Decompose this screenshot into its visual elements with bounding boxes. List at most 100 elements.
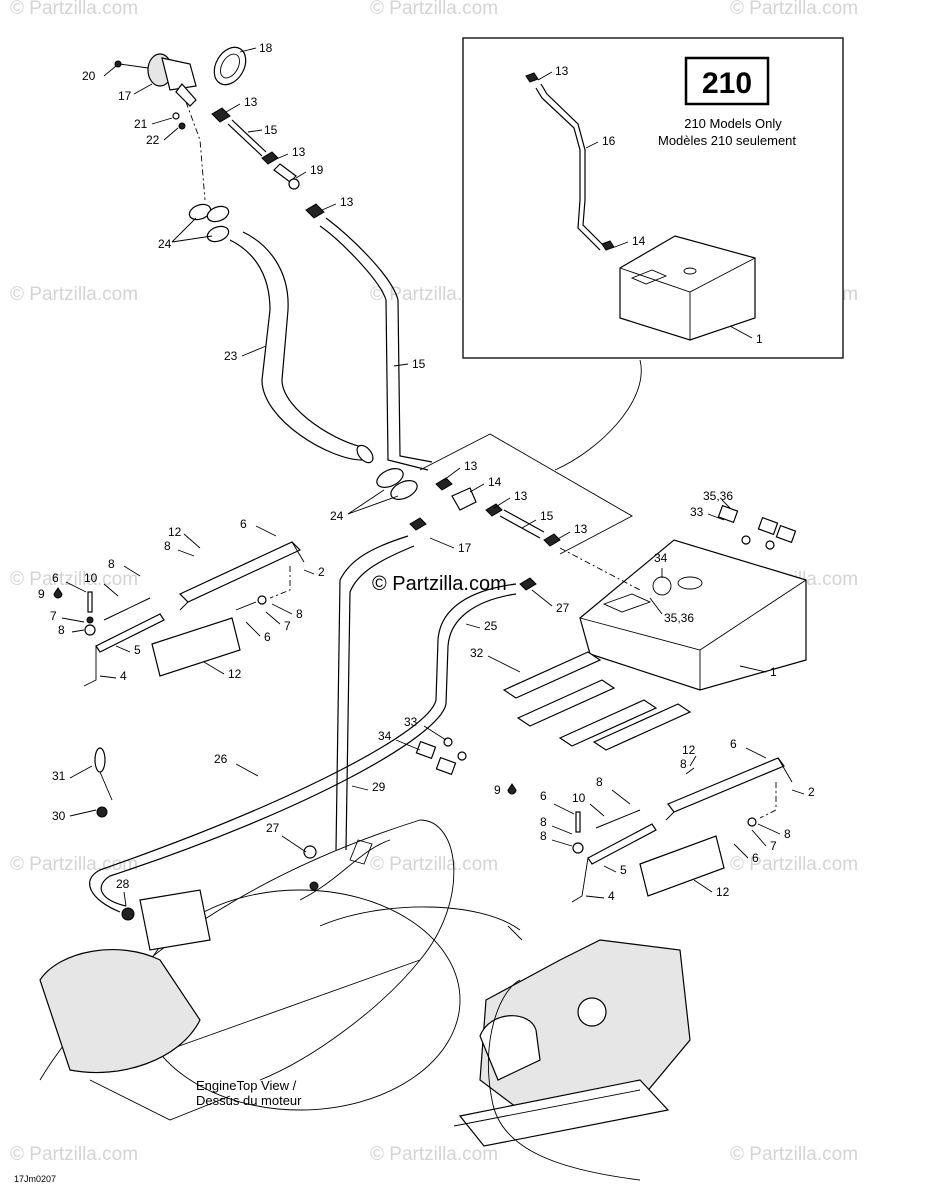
engine-view-caption-line2: Dessus du moteur — [196, 1093, 302, 1108]
check-valve — [273, 163, 297, 183]
hose-25 — [89, 583, 517, 913]
callout: 8 — [296, 607, 303, 621]
callout: 5 — [620, 863, 627, 877]
filler-hose-23 — [229, 239, 363, 461]
right-bracket-assembly — [507, 757, 793, 903]
callout: 29 — [372, 780, 386, 794]
callout: 8 — [596, 775, 603, 789]
vent-hose-upper — [211, 107, 325, 219]
callout: 13 — [574, 522, 588, 536]
tank-pads-31 — [502, 651, 692, 751]
screw-icon — [114, 60, 122, 68]
callout: 6 — [730, 737, 737, 751]
inset-panel: 210 210 Models Only Modèles 210 seulemen… — [462, 37, 844, 471]
callout: 30 — [52, 809, 66, 823]
callout: 15 — [540, 509, 554, 523]
callout: 6 — [540, 789, 547, 803]
engine-top-view — [319, 906, 691, 1181]
callout: 17 — [458, 541, 472, 555]
drawing-code: 17Jm0207 — [14, 1174, 56, 1184]
clamps-24-top — [188, 203, 230, 243]
callout: 8 — [680, 757, 687, 771]
pad-12 — [639, 835, 725, 897]
hose-28 — [335, 535, 409, 851]
callout: 33 — [690, 505, 704, 519]
watermark: © Partzilla.com — [370, 0, 498, 19]
tee-fitting-area — [409, 477, 561, 591]
inset-note-line1: 210 Models Only — [684, 116, 782, 131]
watermark-center: © Partzilla.com — [372, 573, 507, 595]
callout: 6 — [264, 630, 271, 644]
callout: 13 — [340, 195, 354, 209]
callout: 26 — [214, 752, 228, 766]
callout: 4 — [120, 669, 127, 683]
callout: 35,36 — [664, 611, 694, 625]
callout: 8 — [164, 539, 171, 553]
bracket-5 — [95, 613, 165, 653]
callout: 13 — [244, 95, 258, 109]
engine-body-left — [39, 949, 201, 1074]
cable-tie-and-screw — [94, 747, 113, 818]
callout: 34 — [654, 551, 668, 565]
filler-neck-assembly — [114, 46, 247, 201]
callout: 12 — [716, 885, 730, 899]
callout: 1 — [756, 332, 763, 346]
callout: 8 — [108, 557, 115, 571]
left-bracket-assembly — [53, 541, 305, 687]
callout: 9 — [38, 587, 45, 601]
callout: 17 — [118, 89, 132, 103]
callout: 20 — [82, 69, 96, 83]
callout: 22 — [146, 133, 160, 147]
inset-clamp-top — [525, 72, 539, 83]
vent-hose-15 — [319, 225, 429, 471]
inset-note-line2: Modèles 210 seulement — [658, 133, 796, 148]
main-fuel-tank — [559, 539, 807, 691]
assembly-outline — [419, 433, 633, 555]
bracket-3 — [667, 757, 785, 813]
callout: 21 — [134, 117, 148, 131]
hardware-32-33-center — [415, 737, 467, 776]
filler-gasket — [213, 46, 247, 86]
callout: 7 — [770, 839, 777, 853]
callout: 4 — [608, 889, 615, 903]
watermark: © Partzilla.com — [10, 569, 138, 590]
engine-view-caption-line1: EngineTop View / — [196, 1078, 297, 1093]
watermark: © Partzilla.com — [10, 0, 138, 19]
callout: 14 — [488, 475, 502, 489]
callout: 2 — [318, 565, 325, 579]
watermark: © Partzilla.com — [730, 1144, 858, 1165]
callout: 13 — [292, 145, 306, 159]
model-badge — [684, 56, 770, 106]
watermark: © Partzilla.com — [730, 854, 858, 875]
callout: 19 — [310, 163, 324, 177]
callout: 25 — [484, 619, 498, 633]
inset-fuel-tank — [619, 235, 756, 341]
tee-fitting — [451, 487, 477, 511]
inset-vent-hose — [535, 87, 601, 251]
callout: 12 — [228, 667, 242, 681]
watermarks: © Partzilla.com © Partzilla.com © Partzi… — [10, 0, 858, 1165]
callout: 6 — [52, 571, 59, 585]
callout: 10 — [572, 791, 586, 805]
callout: 24 — [158, 237, 172, 251]
callout: 15 — [412, 357, 426, 371]
callout: 13 — [514, 489, 528, 503]
callout: 18 — [259, 41, 273, 55]
callout: 16 — [602, 134, 616, 148]
callout: 7 — [50, 609, 57, 623]
callout: 12 — [682, 743, 696, 757]
watermark: © Partzilla.com — [10, 284, 138, 305]
callout: 28 — [116, 877, 130, 891]
callout: 33 — [404, 715, 418, 729]
model-badge-label: 210 — [702, 67, 752, 100]
callout: 8 — [784, 827, 791, 841]
callout: 35,36 — [703, 489, 733, 503]
callout: 6 — [752, 851, 759, 865]
callout: 8 — [540, 815, 547, 829]
callout: 31 — [52, 769, 66, 783]
callout: 27 — [556, 601, 570, 615]
callout-labels: 18 20 17 13 21 22 15 13 19 13 24 23 15 1… — [14, 41, 815, 1184]
callout: 13 — [555, 64, 569, 78]
clamps-24-mid — [376, 468, 418, 500]
